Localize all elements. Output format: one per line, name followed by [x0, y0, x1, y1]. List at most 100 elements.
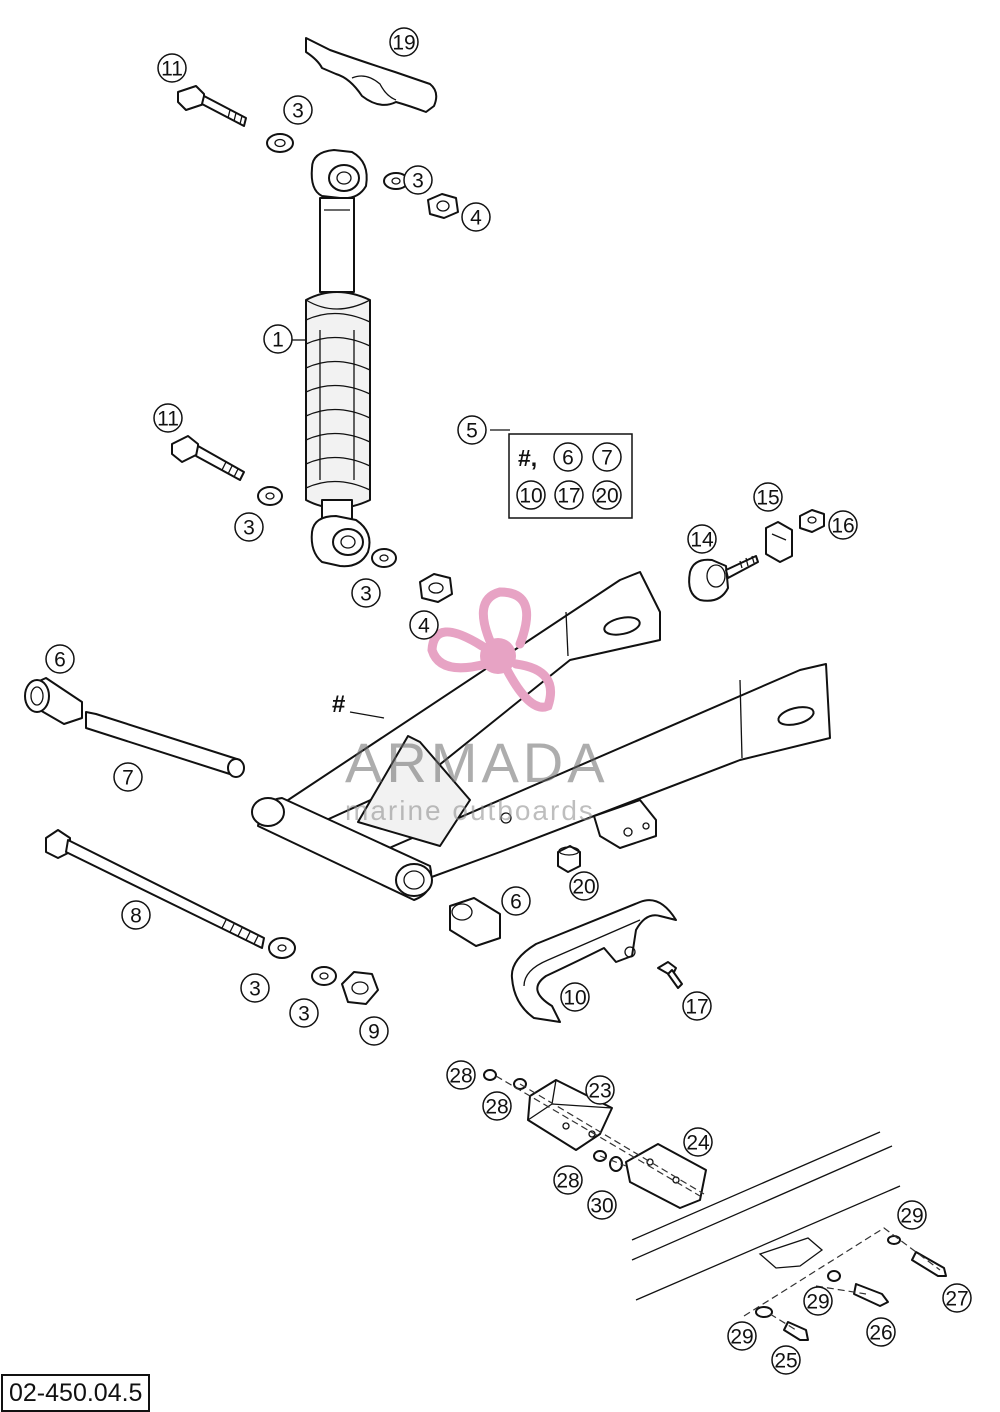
part-27-bolt — [911, 1251, 947, 1277]
part-8-pivot-bolt — [45, 829, 265, 949]
leader-lines — [292, 339, 510, 719]
callout-11-top: 11 — [157, 53, 187, 83]
svg-text:28: 28 — [485, 1096, 508, 1119]
svg-text:11: 11 — [161, 58, 183, 81]
callout-23: 23 — [585, 1075, 615, 1105]
svg-text:20: 20 — [595, 485, 618, 508]
kit-ref-7: 7 — [592, 442, 622, 472]
callout-20: 20 — [569, 871, 599, 901]
part-17-screw — [657, 961, 683, 989]
dashed-assembly-lines — [495, 1075, 941, 1331]
callout-7: 7 — [113, 762, 143, 792]
part-3-washer-3 — [257, 486, 283, 506]
svg-text:8: 8 — [130, 905, 142, 928]
svg-text:10: 10 — [519, 485, 542, 508]
svg-text:23: 23 — [588, 1080, 611, 1103]
part-4-nut-2 — [419, 573, 453, 603]
part-1-shock-absorber — [305, 149, 371, 568]
callout-30: 30 — [587, 1190, 617, 1220]
part-6-bushing-right — [449, 897, 501, 947]
callout-1: 1 — [263, 324, 293, 354]
callout-24: 24 — [683, 1127, 713, 1157]
svg-text:29: 29 — [806, 1291, 829, 1314]
part-25-bolt — [783, 1321, 809, 1341]
watermark: ARMADA marine outboards — [345, 587, 609, 826]
callout-28-b: 28 — [482, 1091, 512, 1121]
callout-14: 14 — [687, 524, 717, 554]
part-16-nut — [799, 509, 825, 533]
callout-10: 10 — [560, 982, 590, 1012]
svg-text:11: 11 — [157, 408, 179, 431]
kit-ref-20: 20 — [592, 480, 622, 510]
propeller-logo — [427, 587, 556, 712]
part-15-plate — [765, 521, 793, 563]
callout-9: 9 — [359, 1016, 389, 1046]
part-3-washer-5 — [268, 937, 296, 959]
propeller-blade — [501, 659, 556, 712]
kit-ref-6: 6 — [553, 442, 583, 472]
callout-4-a: 4 — [461, 202, 491, 232]
callouts: 19 11 3 3 4 1 11 3 3 4 14 15 16 6 7 20 6… — [45, 27, 972, 1375]
part-9-nut — [341, 971, 379, 1005]
svg-text:3: 3 — [292, 100, 304, 123]
callout-3-a: 3 — [283, 95, 313, 125]
callout-3-c: 3 — [234, 512, 264, 542]
svg-text:28: 28 — [556, 1170, 579, 1193]
callout-28-a: 28 — [446, 1060, 476, 1090]
svg-text:28: 28 — [449, 1065, 472, 1088]
callout-4-b: 4 — [409, 610, 439, 640]
callout-28-c: 28 — [553, 1165, 583, 1195]
part-3-washer-2 — [383, 172, 409, 190]
propeller-blade — [478, 587, 532, 655]
kit-marker: # — [332, 691, 345, 718]
callout-29-b: 29 — [803, 1286, 833, 1316]
svg-text:6: 6 — [510, 891, 522, 914]
svg-text:24: 24 — [686, 1132, 710, 1155]
callout-8: 8 — [121, 900, 151, 930]
part-26-bolt — [853, 1283, 889, 1307]
frame-section — [631, 1131, 901, 1301]
svg-text:15: 15 — [756, 487, 779, 510]
part-11-bolt-middle — [171, 435, 245, 481]
svg-text:27: 27 — [945, 1288, 968, 1311]
part-29-washers — [755, 1235, 901, 1318]
svg-text:20: 20 — [572, 876, 595, 899]
callout-26: 26 — [866, 1317, 896, 1347]
svg-text:19: 19 — [392, 32, 415, 55]
part-6-bushing-left — [24, 677, 83, 725]
callout-25: 25 — [771, 1345, 801, 1375]
swingarm — [251, 571, 831, 901]
kit-box: #, 6 7 10 17 20 — [508, 433, 633, 519]
watermark-tagline: marine outboards — [345, 795, 595, 826]
part-30-washer — [609, 1156, 623, 1172]
callout-3-b: 3 — [403, 165, 433, 195]
callout-27: 27 — [942, 1283, 972, 1313]
part-20-spacer — [557, 845, 581, 873]
svg-text:9: 9 — [368, 1021, 380, 1044]
svg-text:25: 25 — [774, 1350, 797, 1373]
svg-text:29: 29 — [900, 1205, 923, 1228]
kit-ref-10: 10 — [516, 480, 546, 510]
propeller-blade — [427, 627, 491, 673]
callout-3-d: 3 — [351, 578, 381, 608]
svg-text:1: 1 — [272, 329, 284, 352]
part-10-chain-slider — [510, 899, 677, 1023]
svg-text:30: 30 — [590, 1195, 613, 1218]
svg-text:16: 16 — [831, 515, 854, 538]
svg-text:10: 10 — [563, 987, 586, 1010]
callout-3-f: 3 — [289, 998, 319, 1028]
svg-text:17: 17 — [685, 996, 708, 1019]
svg-text:4: 4 — [418, 615, 430, 638]
kit-prefix: #, — [518, 445, 537, 471]
svg-text:3: 3 — [243, 517, 255, 540]
callout-29-c: 29 — [727, 1321, 757, 1351]
callout-15: 15 — [753, 482, 783, 512]
callout-5: 5 — [457, 415, 487, 445]
kit-ref-17: 17 — [554, 480, 584, 510]
svg-text:29: 29 — [730, 1326, 753, 1349]
svg-text:3: 3 — [412, 170, 424, 193]
part-3-washer-4 — [371, 548, 397, 568]
watermark-brand: ARMADA — [345, 731, 609, 794]
svg-text:3: 3 — [249, 978, 261, 1001]
